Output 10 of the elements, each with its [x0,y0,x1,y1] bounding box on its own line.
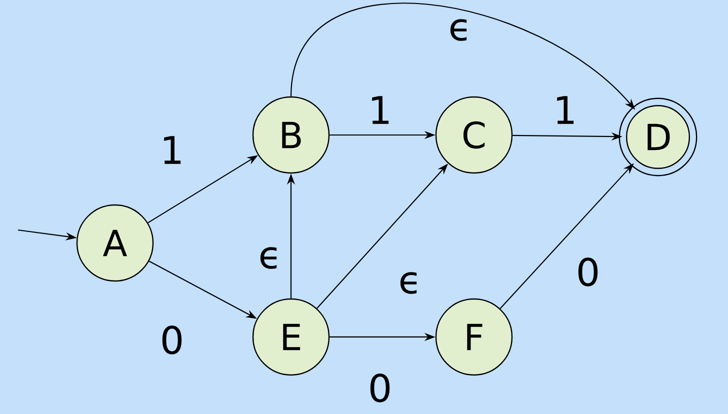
edge-label: 1 [158,135,186,165]
edge-label: 0 [366,372,394,404]
edge-label: ϵ [257,246,283,270]
edge-label: 0 [158,324,186,356]
edge-label: 0 [574,256,602,288]
edge-label: 1 [552,95,578,125]
accepting-state: D [618,98,698,176]
edge-label: 1 [366,95,394,125]
edge-label: ϵ [397,271,423,295]
edge-label: ϵ [447,18,473,42]
